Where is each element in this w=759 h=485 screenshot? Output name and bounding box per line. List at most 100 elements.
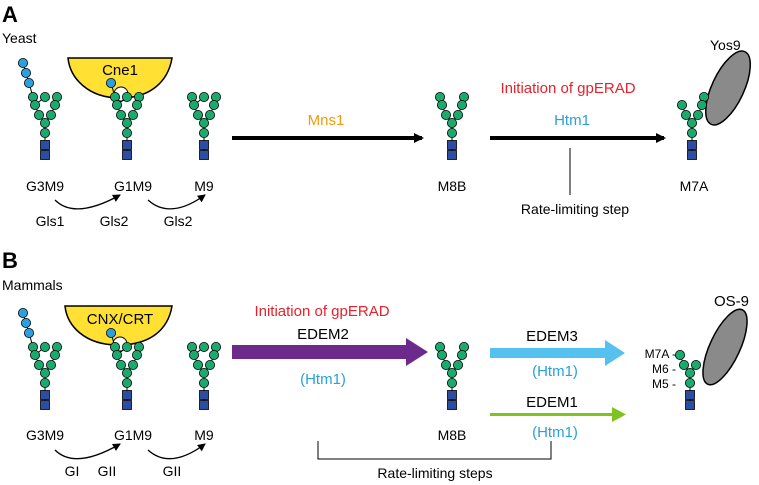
mannose-residue: [204, 110, 215, 121]
os9-label: OS-9: [714, 293, 749, 310]
mannose-residue: [446, 377, 457, 388]
mannose-residue: [34, 359, 45, 370]
mannose-residue: [446, 118, 457, 129]
mannose-residue: [208, 349, 219, 360]
glcnac-residue: [122, 400, 132, 410]
mannose-residue: [687, 118, 698, 129]
mannose-residue: [452, 359, 463, 370]
mannose-residue: [188, 100, 199, 111]
mannose-residue: [198, 341, 209, 352]
curve-arrow-a2: [147, 194, 206, 210]
glucose-residue: [17, 307, 28, 318]
mannose-residue: [452, 110, 463, 121]
edem2-sub: (Htm1): [300, 371, 346, 388]
mannose-residue: [436, 100, 447, 111]
side-label-m5: M5 -: [652, 377, 676, 391]
glycan-a-m8b: [434, 92, 469, 160]
mannose-residue: [436, 349, 447, 360]
glcnac-residue: [40, 140, 50, 150]
glycan-b-g1m9: [106, 327, 144, 410]
mannose-residue: [685, 367, 696, 378]
mannose-residue: [112, 100, 123, 111]
arrow-b-edem3: [490, 340, 625, 366]
arrow-b-edem1: [490, 407, 626, 422]
mannose-residue: [198, 377, 209, 388]
side-label-m6: M6 -: [652, 362, 676, 376]
mannose-residue: [685, 377, 696, 388]
rate-limiting-label: Rate-limiting step: [521, 201, 629, 217]
edem3-sub: (Htm1): [532, 363, 578, 380]
rate-limiting-bracket: [317, 441, 552, 460]
label-b-g1m9: G1M9: [114, 427, 152, 443]
glcnac-residue: [40, 400, 50, 410]
label-a-g1m9: G1M9: [114, 178, 152, 194]
mannose-residue: [198, 127, 209, 138]
initiation-b: Initiation of gpERAD: [254, 303, 389, 320]
enzyme-a-gls1: Gls1: [36, 213, 65, 229]
enzyme-b-gii-first: GII: [98, 463, 117, 479]
panel-b: B Mammals CNX/CRT OS-9 G3M9 G1M9 M9 M8B …: [2, 248, 749, 481]
mannose-residue: [122, 127, 133, 138]
glycan-b-m8b: [434, 341, 469, 410]
label-b-m8b: M8B: [438, 427, 467, 443]
mannose-residue: [456, 349, 467, 360]
mannose-residue: [691, 359, 702, 370]
os9-receptor: [702, 308, 748, 386]
cne1-label: Cne1: [102, 62, 138, 79]
mannose-residue: [122, 118, 133, 129]
mannose-residue: [208, 100, 219, 111]
mannose-residue: [122, 377, 133, 388]
mannose-residue: [677, 100, 688, 111]
mannose-residue: [681, 110, 692, 121]
glucose-residue: [106, 78, 117, 89]
mannose-residue: [50, 100, 61, 111]
mannose-residue: [29, 100, 40, 111]
mannose-residue: [131, 349, 142, 360]
glcnac-residue: [199, 140, 209, 150]
panel-b-letter: B: [2, 248, 18, 273]
glycan-a-m9: [186, 92, 221, 160]
glycan-a-g3m9: [17, 58, 63, 160]
glcnac-residue: [447, 400, 457, 410]
mannose-residue: [198, 367, 209, 378]
mannose-residue: [46, 110, 57, 121]
htm1-label: Htm1: [554, 112, 590, 129]
mannose-residue: [198, 92, 209, 103]
mannose-residue: [131, 100, 142, 111]
mannose-residue: [127, 110, 138, 121]
mannose-residue: [198, 118, 209, 129]
cnx-crt-label: CNX/CRT: [87, 311, 153, 328]
mannose-residue: [29, 349, 40, 360]
glcnac-residue: [447, 140, 457, 150]
glucose-residue: [20, 317, 31, 328]
label-a-g3m9: G3M9: [26, 178, 64, 194]
glcnac-residue: [199, 390, 209, 400]
mannose-residue: [40, 341, 51, 352]
mannose-residue: [40, 118, 51, 129]
edem1-sub: (Htm1): [532, 424, 578, 441]
mannose-residue: [440, 110, 451, 121]
edem2-label: EDEM2: [297, 326, 349, 343]
glucose-residue: [17, 58, 28, 69]
edem3-label: EDEM3: [526, 328, 578, 345]
glycan-b-m5: [675, 349, 702, 410]
enzyme-a-gls2-first: Gls2: [100, 213, 129, 229]
glcnac-residue: [687, 150, 697, 160]
enzyme-b-gi: GI: [65, 463, 80, 479]
glcnac-residue: [40, 150, 50, 160]
glcnac-residue: [447, 150, 457, 160]
mannose-residue: [204, 359, 215, 370]
mannose-residue: [46, 359, 57, 370]
curve-arrow-b1: [54, 443, 121, 460]
mannose-residue: [116, 110, 127, 121]
label-a-m9: M9: [194, 178, 214, 194]
mannose-residue: [127, 359, 138, 370]
mannose-residue: [675, 349, 686, 360]
label-a-m8b: M8B: [438, 178, 467, 194]
glycan-b-m9: [186, 341, 221, 410]
mannose-residue: [687, 127, 698, 138]
mannose-residue: [122, 341, 133, 352]
glcnac-residue: [122, 150, 132, 160]
glucose-residue: [20, 68, 31, 79]
